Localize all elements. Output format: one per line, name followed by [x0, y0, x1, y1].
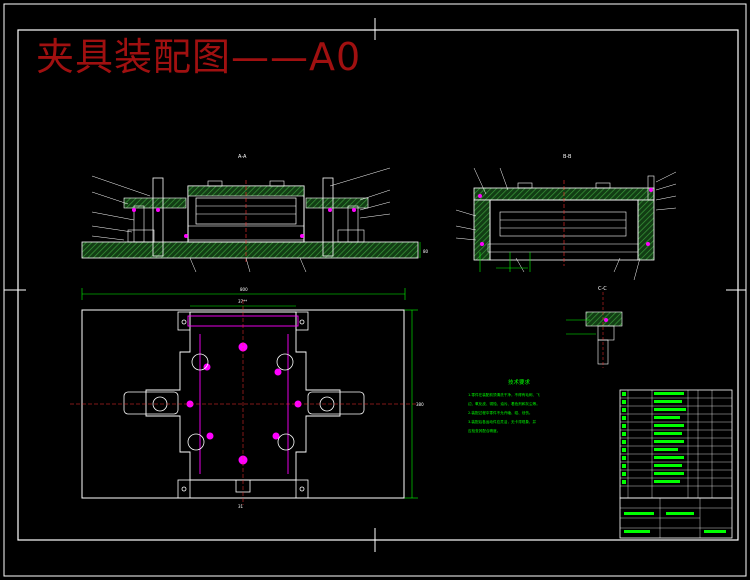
plan-view: 800 37** 380 31: [70, 287, 424, 509]
side-view-label: B-B: [563, 154, 572, 160]
tech-note-line-2: 边、氧化皮、锈蚀、油污、着色剂和灰尘等。: [468, 401, 540, 406]
inner-border: [17, 29, 739, 541]
overall-length-dim: 800: [240, 287, 248, 292]
tech-note-line-1: 1.零件在装配前须清洗干净，不得有毛刺、飞: [468, 392, 540, 397]
outer-border: [3, 3, 747, 577]
title-block: [619, 389, 733, 539]
title-block-text: [622, 392, 726, 533]
detail-view: C-C: [566, 286, 623, 368]
inner-length-dim: 37**: [238, 299, 247, 304]
bottom-dim-note: 31: [238, 504, 244, 509]
tech-note-line-3: 2.装配过程中零件不允许磕、碰、划伤。: [468, 410, 533, 415]
overall-height-dim: 380: [416, 402, 424, 407]
tech-note-line-4: 3.装配后各运动件应灵活，无卡滞现象，并: [468, 419, 537, 424]
tech-notes-heading: 技术要求: [508, 378, 531, 386]
centering-marks: [4, 18, 746, 552]
side-section-view: B-B: [455, 154, 677, 281]
front-section-view: A-A: [81, 154, 429, 273]
tech-note-line-5: 应检查其配合精度。: [468, 428, 500, 433]
technical-notes: 技术要求 1.零件在装配前须清洗干净，不得有毛刺、飞 边、氧化皮、锈蚀、油污、着…: [468, 378, 540, 433]
detail-view-label: C-C: [598, 286, 607, 292]
drawing-title: 夹具装配图——A0: [36, 35, 362, 79]
front-view-label: A-A: [238, 154, 247, 160]
side-height-dim: 80: [423, 249, 429, 254]
